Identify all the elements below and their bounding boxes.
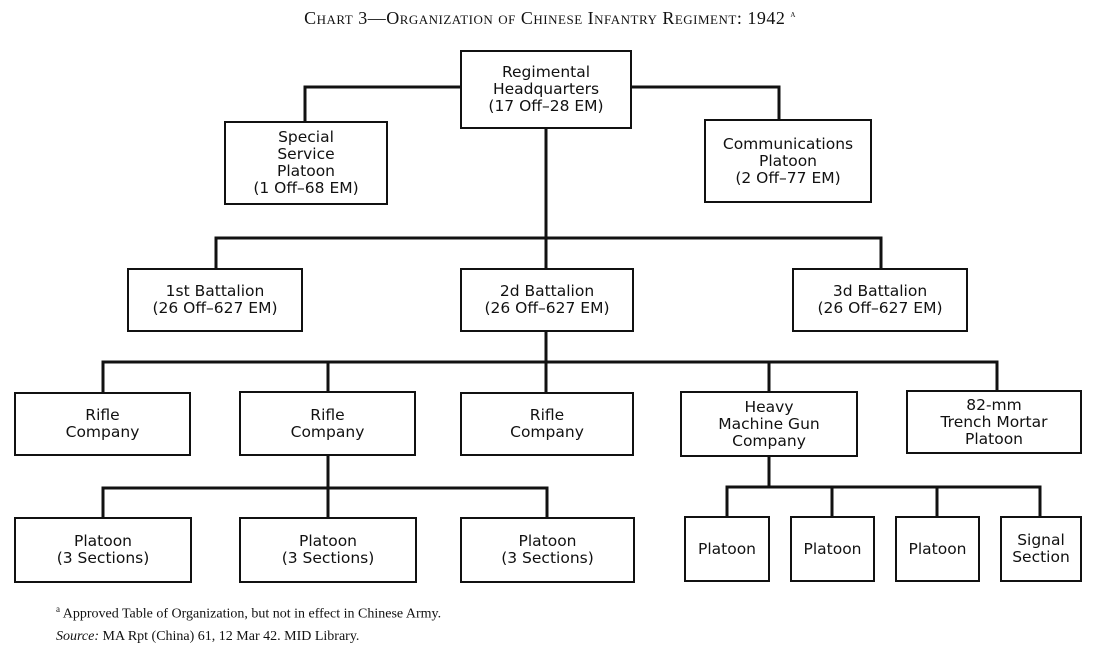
- footnote-source-label: Source:: [56, 629, 100, 644]
- connector-platoon-bar: [101, 486, 549, 517]
- node-label-line: Section: [1012, 548, 1070, 566]
- connector-hq-comm: [632, 85, 781, 119]
- node-label-line: (17 Off–28 EM): [488, 97, 604, 115]
- connector-company-bar: [101, 360, 999, 392]
- node-label-line: (26 Off–627 EM): [152, 299, 278, 317]
- chart-title: Chart 3—Organization of Chinese Infantry…: [0, 8, 1100, 29]
- node-label-line: (26 Off–627 EM): [484, 299, 610, 317]
- node-label-line: Platoon: [697, 539, 757, 558]
- node-label-line: 1st Battalion: [165, 282, 265, 300]
- node-label-line: (3 Sections): [56, 549, 150, 567]
- node-label-line: Service: [277, 145, 335, 163]
- node-label-line: Platoon: [803, 539, 862, 558]
- node-mg-platoon-3: Platoon: [895, 516, 980, 582]
- node-label-line: Machine Gun: [718, 414, 820, 433]
- footnote-source: Source: MA Rpt (China) 61, 12 Mar 42. MI…: [56, 629, 359, 645]
- node-label-line: Special: [278, 128, 334, 146]
- node-label-line: (3 Sections): [501, 549, 594, 567]
- node-label-line: Platoon: [908, 539, 967, 558]
- node-label-line: Company: [510, 423, 584, 441]
- chart-title-text: Chart 3—Organization of Chinese Infantry…: [304, 8, 786, 28]
- footnote-note-text: Approved Table of Organization, but not …: [62, 606, 442, 622]
- node-label-line: (26 Off–627 EM): [817, 299, 943, 317]
- node-3d-battalion: 3d Battalion(26 Off–627 EM): [792, 268, 968, 332]
- node-mg-platoon-2: Platoon: [790, 516, 875, 582]
- node-label-line: 2d Battalion: [499, 282, 595, 300]
- connector-hq-special: [303, 85, 460, 121]
- node-label-line: Platoon: [518, 532, 577, 550]
- node-label-line: Company: [65, 423, 140, 441]
- node-1st-battalion: 1st Battalion(26 Off–627 EM): [127, 268, 303, 332]
- footnote-note: a Approved Table of Organization, but no…: [56, 604, 441, 623]
- node-platoon-2: Platoon(3 Sections): [239, 517, 417, 583]
- node-label-line: Platoon: [758, 151, 818, 170]
- node-mg-platoon-1: Platoon: [684, 516, 770, 582]
- node-label-line: 3d Battalion: [832, 282, 928, 300]
- node-label-line: Communications: [722, 134, 854, 153]
- node-label-line: Regimental: [501, 63, 591, 81]
- connector-mg-bar: [725, 485, 1042, 516]
- node-label-line: Trench Mortar: [940, 412, 1048, 431]
- node-label-line: Signal: [1017, 531, 1065, 549]
- node-label-line: Headquarters: [492, 80, 600, 98]
- node-platoon-3: Platoon(3 Sections): [460, 517, 635, 583]
- node-label-line: Rifle: [310, 405, 345, 424]
- node-label-line: Platoon: [276, 162, 336, 180]
- node-label-line: Heavy: [744, 397, 794, 416]
- node-2d-battalion: 2d Battalion(26 Off–627 EM): [460, 268, 634, 332]
- node-label-line: (2 Off–77 EM): [735, 168, 841, 187]
- node-label-line: (3 Sections): [281, 549, 375, 567]
- node-label-line: Company: [290, 422, 365, 441]
- node-label-line: Platoon: [964, 429, 1024, 448]
- footnote-marker: a: [56, 604, 60, 614]
- node-label-line: Rifle: [529, 406, 565, 424]
- connector-battalion-bar: [214, 236, 883, 268]
- chart-title-marker: a: [790, 9, 796, 20]
- node-label-line: Platoon: [73, 532, 133, 550]
- footnote-source-text: MA Rpt (China) 61, 12 Mar 42. MID Librar…: [102, 629, 360, 644]
- node-label-line: (1 Off–68 EM): [253, 179, 359, 197]
- node-label-line: Rifle: [85, 406, 120, 424]
- node-label-line: Company: [732, 431, 806, 450]
- node-label-line: Platoon: [298, 532, 358, 550]
- node-label-line: 82-mm: [966, 395, 1022, 414]
- node-platoon-1: Platoon(3 Sections): [14, 517, 192, 583]
